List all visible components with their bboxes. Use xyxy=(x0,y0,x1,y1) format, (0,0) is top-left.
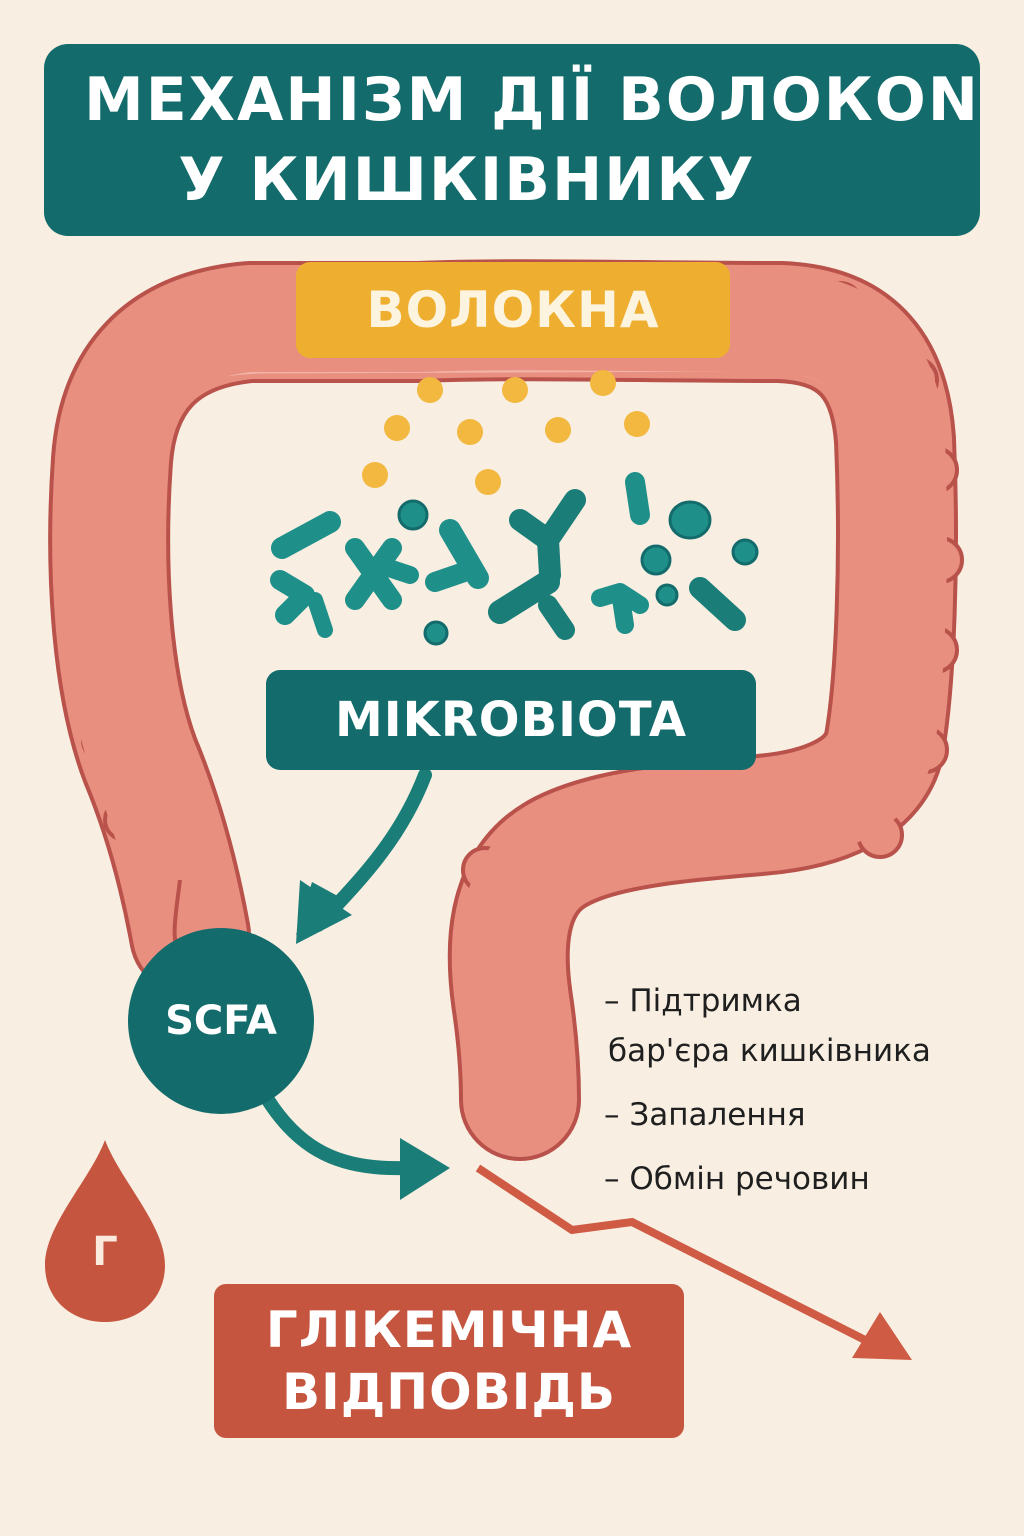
glycemic-line-2: ВІДПОВІДЬ xyxy=(282,1363,616,1421)
fiber-particle-icon xyxy=(457,419,483,445)
arrow-microbiota-to-scfa xyxy=(296,768,432,944)
bacteria-icon xyxy=(668,500,712,540)
fiber-particle-icon xyxy=(624,411,650,437)
bacteria-icon xyxy=(270,570,315,625)
bacteria-icon xyxy=(423,620,449,646)
bacteria-icon xyxy=(345,538,402,610)
arrow-scfa-to-effects xyxy=(261,1093,450,1200)
microbiota-label: MIKROBIOTA xyxy=(266,670,756,770)
bacteria-icon xyxy=(689,577,746,631)
intestine-illustration xyxy=(48,259,964,1161)
scfa-node: SCFA xyxy=(128,928,314,1114)
title-line-2: У КИШКІВНИКУ xyxy=(178,145,756,215)
bacteria-icon xyxy=(397,499,429,531)
fiber-particle-icon xyxy=(475,469,501,495)
title-line-1: МЕХАНІЗМ ДІЇ ВОЛОКОN xyxy=(84,65,980,135)
bacteria-icon xyxy=(371,556,419,584)
bacteria-icon xyxy=(271,511,341,559)
bacteria-icon xyxy=(731,538,759,566)
bacteria-icon xyxy=(655,583,679,607)
fiber-particles xyxy=(362,370,650,495)
fiber-particle-icon xyxy=(417,377,443,403)
glycemic-response-label: ГЛІКЕМІЧНА ВІДПОВІДЬ xyxy=(214,1284,684,1438)
effects-list: – Підтримка бар'єра кишківника – Запален… xyxy=(604,976,1014,1204)
blood-drop-icon xyxy=(45,1140,165,1322)
blood-drop-letter: Г xyxy=(92,1229,118,1275)
effect-item-barrier-line-2: бар'єра кишківника xyxy=(608,1033,931,1069)
arrow-glycemic-decrease xyxy=(475,1164,912,1360)
fiber-particle-icon xyxy=(502,377,528,403)
bacteria-icon xyxy=(425,560,480,592)
fiber-particle-icon xyxy=(362,462,388,488)
glycemic-line-1: ГЛІКЕМІЧНА xyxy=(265,1301,633,1359)
bacteria-icon xyxy=(591,583,649,634)
bacteria-icon xyxy=(640,544,672,576)
effect-item-barrier-line-1: – Підтримка xyxy=(604,983,802,1019)
bacteria-icon xyxy=(509,489,586,586)
bacteria-icon xyxy=(488,570,560,624)
bacteria-cluster xyxy=(270,472,759,646)
effect-item-inflammation: – Запалення xyxy=(604,1097,806,1133)
bacteria-icon xyxy=(307,592,333,638)
fiber-particle-icon xyxy=(384,415,410,441)
title-banner: МЕХАНІЗМ ДІЇ ВОЛОКОN У КИШКІВНИКУ xyxy=(44,44,980,236)
effect-item-metabolism: – Обмін речовин xyxy=(604,1161,870,1197)
fiber-particle-icon xyxy=(545,417,571,443)
fiber-label: ВОЛОКНА xyxy=(296,262,730,358)
bacteria-icon xyxy=(625,472,650,525)
bacteria-icon xyxy=(538,595,575,640)
fiber-particle-icon xyxy=(590,370,616,396)
